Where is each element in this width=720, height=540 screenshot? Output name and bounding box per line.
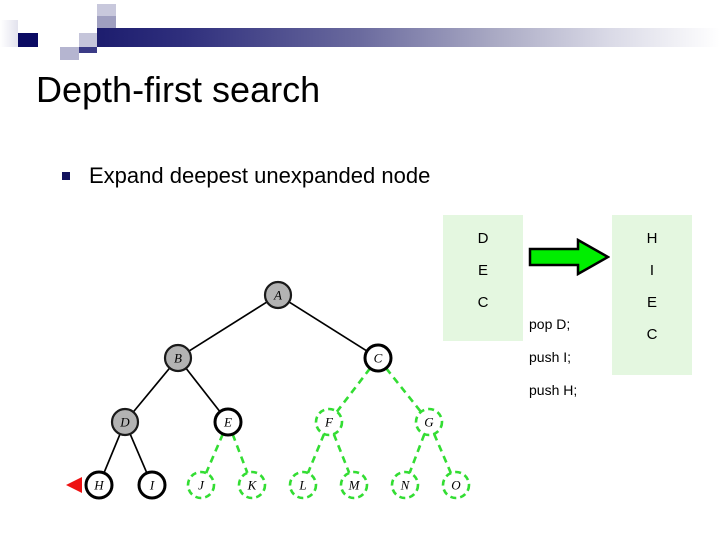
tree-node-label: K [247, 478, 258, 493]
stack-item: H [646, 230, 658, 247]
stack-operation: pop D; [529, 316, 571, 332]
tree-node-a[interactable]: A [263, 280, 293, 310]
tree-node-f[interactable]: F [314, 407, 344, 437]
tree-node-circle [314, 407, 344, 437]
tree-edge [385, 367, 422, 413]
stack-item: C [477, 294, 489, 311]
tree-node-circle [414, 407, 444, 437]
tree-edge [129, 433, 148, 474]
tree-node-layer: A B C D E F G H I J K L M N O [84, 280, 471, 500]
stack-operations-list: pop D; push I; push H; [529, 316, 614, 415]
header-square-decor-2 [18, 33, 38, 47]
tree-node-d[interactable]: D [110, 407, 140, 437]
tree-node-label: D [119, 415, 130, 430]
tree-node-circle [390, 470, 420, 500]
tree-node-circle [84, 470, 114, 500]
tree-node-label: I [149, 478, 155, 493]
stack-item: I [649, 262, 655, 279]
tree-node-label: A [273, 288, 282, 303]
tree-node-label: O [451, 478, 461, 493]
tree-node-circle [237, 470, 267, 500]
page-title: Depth-first search [36, 69, 321, 110]
tree-node-b[interactable]: B [163, 343, 193, 373]
tree-node-o[interactable]: O [441, 470, 471, 500]
tree-node-label: H [93, 478, 104, 493]
bullet-item: Expand deepest unexpanded node [62, 163, 430, 189]
tree-edge [335, 367, 372, 413]
tree-node-label: N [400, 478, 411, 493]
tree-node-c[interactable]: C [363, 343, 393, 373]
tree-node-circle [163, 343, 193, 373]
tree-node-label: L [298, 478, 306, 493]
tree-node-circle [186, 470, 216, 500]
header-square-decor-3 [60, 33, 79, 47]
tree-node-circle [110, 407, 140, 437]
tree-node-l[interactable]: L [288, 470, 318, 500]
tree-node-n[interactable]: N [390, 470, 420, 500]
stack-item: E [477, 262, 488, 279]
tree-node-circle [263, 280, 293, 310]
tree-edge-layer [103, 301, 453, 474]
tree-node-m[interactable]: M [339, 470, 369, 500]
tree-node-e[interactable]: E [213, 407, 243, 437]
header-square-decor-4 [79, 33, 98, 47]
tree-node-circle [137, 470, 167, 500]
tree-node-circle [339, 470, 369, 500]
tree-node-j[interactable]: J [186, 470, 216, 500]
bullet-text: Expand deepest unexpanded node [89, 163, 431, 188]
right-arrow-icon [528, 237, 611, 277]
header-square-decor-9 [79, 47, 97, 53]
tree-edge [432, 433, 453, 474]
stack-operation: push H; [529, 382, 578, 398]
tree-node-h[interactable]: H [84, 470, 114, 500]
header-square-decor-6 [97, 16, 116, 29]
tree-node-circle [441, 470, 471, 500]
header-square-decor-1 [0, 20, 18, 47]
tree-node-i[interactable]: I [137, 470, 167, 500]
tree-edge [204, 433, 225, 474]
tree-node-k[interactable]: K [237, 470, 267, 500]
tree-node-g[interactable]: G [414, 407, 444, 437]
tree-edge [332, 433, 351, 474]
stack-item: D [477, 230, 489, 247]
tree-edge [132, 367, 171, 413]
tree-edge [103, 433, 121, 474]
tree-edge [231, 433, 249, 474]
tree-node-circle [213, 407, 243, 437]
tree-node-label: J [198, 478, 205, 493]
tree-node-label: B [174, 351, 182, 366]
stack-operation: push I; [529, 349, 572, 365]
current-node-pointer [66, 477, 82, 493]
tree-node-label: C [374, 351, 383, 366]
tree-edge [185, 367, 221, 413]
tree-node-label: M [348, 478, 361, 493]
tree-edge [306, 433, 326, 474]
tree-edge [288, 301, 368, 352]
tree-node-label: F [324, 415, 334, 430]
header-gradient-bar [97, 28, 720, 47]
tree-node-label: G [424, 415, 434, 430]
square-bullet-icon [62, 172, 70, 180]
header-square-decor-10 [116, 16, 130, 28]
stack-item: C [646, 326, 658, 343]
stack-item: E [646, 294, 657, 311]
header-square-decor-8 [41, 47, 60, 56]
tree-node-circle [288, 470, 318, 500]
tree-node-circle [363, 343, 393, 373]
tree-edge [408, 433, 426, 474]
header-square-decor-7 [60, 47, 79, 60]
tree-edge [188, 301, 268, 352]
tree-node-label: E [223, 415, 232, 430]
